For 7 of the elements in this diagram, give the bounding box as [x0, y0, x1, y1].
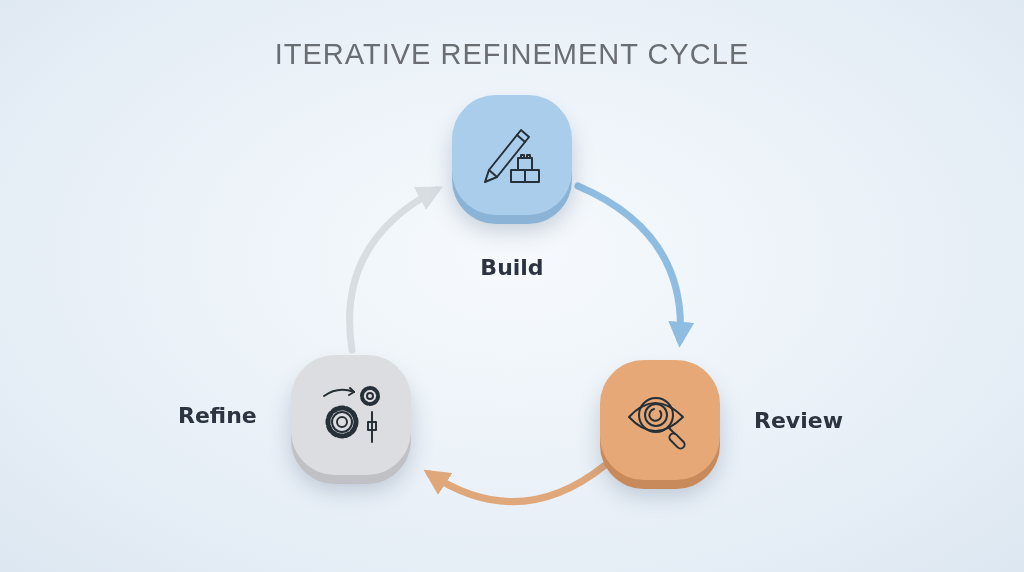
diagram-title: ITERATIVE REFINEMENT CYCLE [273, 38, 751, 71]
curved-arrow [574, 182, 694, 348]
step-label: Refine [178, 402, 257, 428]
curved-arrow [346, 186, 443, 354]
step-label: Review [754, 407, 843, 433]
step-label: Build [480, 255, 544, 280]
curved-arrow [423, 462, 608, 505]
